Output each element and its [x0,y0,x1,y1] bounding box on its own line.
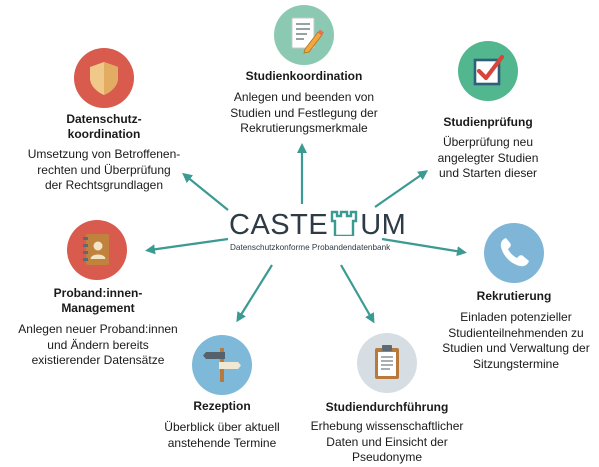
logo-tagline: Datenschutzkonforme Probandendatenbank [230,243,391,252]
address-book-icon [83,234,109,265]
logo-wordmark-right: UM [360,209,407,241]
studiendurchfuehrung-icon-circle [357,333,417,393]
studiendurchfuehrung-title: Studiendurchführung [325,400,449,414]
studienkoordination-icon-circle [274,5,334,65]
rekrutierung-icon-circle [484,223,544,283]
arrow-to-rezeption [236,264,273,323]
shield-icon [90,62,118,95]
rezeption-icon-circle [192,335,252,395]
arrow-to-studienpruefung [374,170,429,208]
checkbox-icon [473,54,505,86]
studiendurchfuehrung-description: Erhebung wissenschaftlicher Daten und Ei… [310,419,464,464]
logo-wordmark: CASTE UM [229,209,406,242]
studienpruefung-title: Studienprüfung [443,115,533,129]
management-title: Proband:innen- Management [53,286,143,315]
datenschutz-title: Datenschutz- koordination [66,112,142,141]
document-pencil-icon [291,17,324,54]
arrow-to-datenschutz [182,172,229,211]
datenschutz-icon-circle [74,48,134,108]
studienpruefung-icon-circle [458,41,518,101]
castle-tower-icon [330,210,358,238]
arrow-to-studiendurchfuehrung [340,264,375,324]
studienpruefung-description: Überprüfung neu angelegter Studien und S… [437,135,539,180]
arrow-to-management [145,237,229,255]
rezeption-description: Überblick über aktuell anstehende Termin… [164,420,280,450]
studienkoordination-title: Studienkoordination [245,69,363,83]
phone-icon [500,238,529,267]
rekrutierung-title: Rekrutierung [476,289,552,303]
studienkoordination-description: Anlegen und beenden von Studien und Fest… [230,90,378,135]
datenschutz-description: Umsetzung von Betroffenen- rechten und Ü… [27,147,181,192]
rezeption-title: Rezeption [193,399,251,413]
signpost-icon [203,348,241,382]
clipboard-icon [375,345,399,379]
logo-wordmark-left: CASTE [229,209,329,241]
rekrutierung-description: Einladen potenzieller Studienteilnehmend… [442,310,590,371]
management-icon-circle [67,220,127,280]
arrow-to-rekrutierung [381,237,467,257]
management-description: Anlegen neuer Proband:innen und Ändern b… [18,322,178,367]
